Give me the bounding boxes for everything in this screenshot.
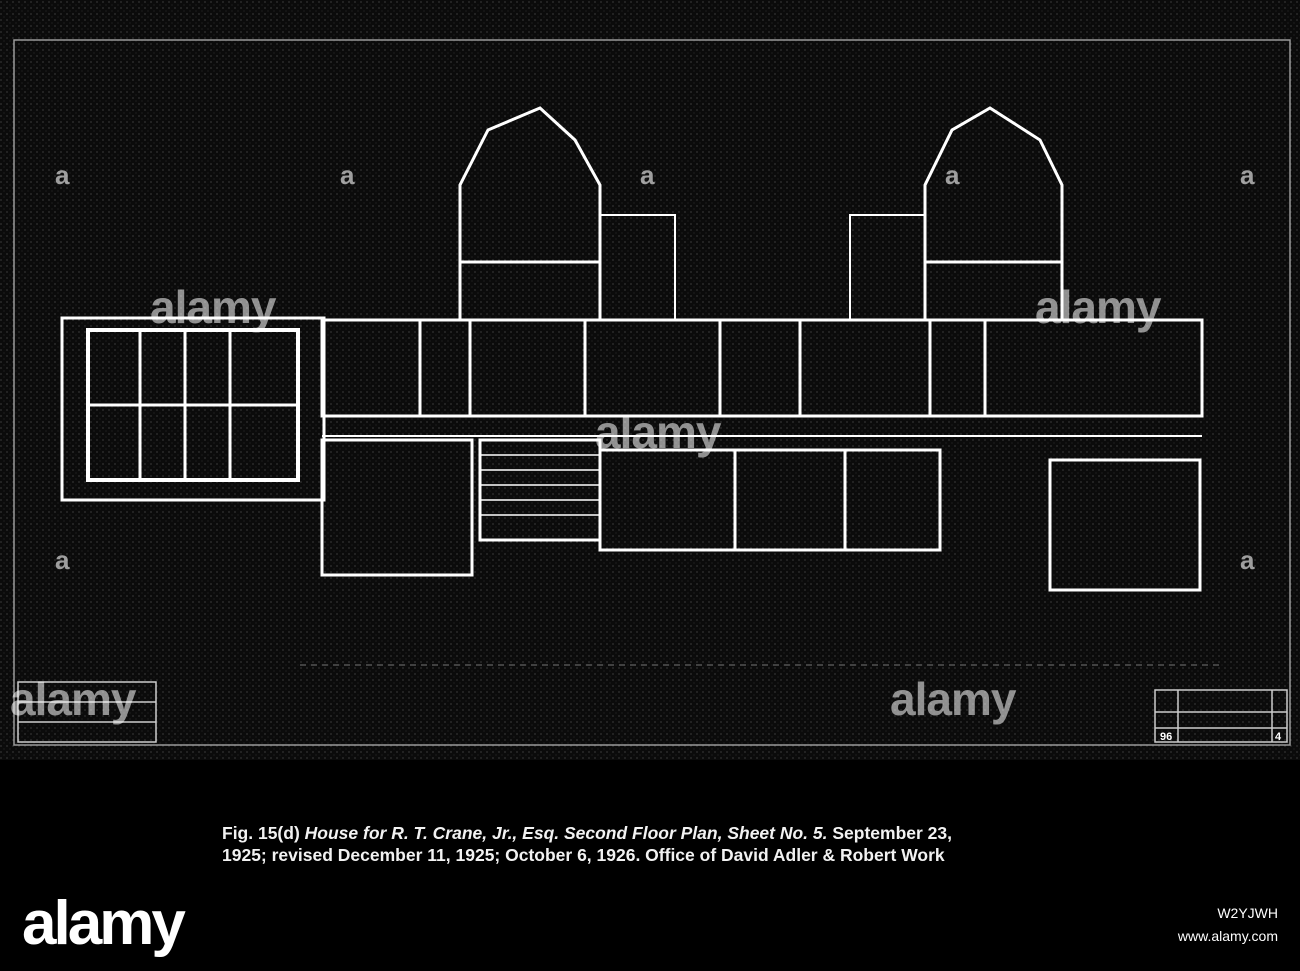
south-east-bedroom — [1048, 458, 1202, 592]
alamy-logo: alamy — [22, 889, 186, 958]
west-bay-wing — [458, 106, 602, 320]
sheet-border — [13, 39, 1291, 746]
watermark-a-icon: a — [340, 160, 355, 190]
stair-treads — [480, 454, 600, 516]
caption-date: September 23, — [832, 823, 953, 843]
watermark-a-icon: a — [1240, 545, 1255, 575]
caption-title: House for R. T. Crane, Jr., Esq. Second … — [304, 823, 828, 843]
watermark-a-icon: a — [55, 160, 70, 190]
site-url: www.alamy.com — [1177, 928, 1278, 944]
east-bay-wing — [923, 106, 1064, 320]
south-west-rooms — [320, 438, 474, 577]
title-block-left — [17, 681, 157, 743]
sheet-paper — [0, 0, 1300, 760]
title-block-right — [1154, 689, 1288, 743]
image-id: W2YJWH — [1217, 905, 1278, 921]
service-wing-outline — [60, 316, 326, 502]
watermark-a-icon: a — [945, 160, 960, 190]
sheet-ref: 96 — [1160, 731, 1172, 743]
caption-line-2: 1925; revised December 11, 1925; October… — [222, 845, 945, 865]
figure-caption: Fig. 15(d) House for R. T. Crane, Jr., E… — [222, 822, 1122, 866]
plan-walls — [60, 106, 1204, 592]
north-range — [320, 318, 1204, 418]
caption-fig-number: Fig. 15(d) — [222, 823, 300, 843]
watermark-a-icon: a — [1240, 160, 1255, 190]
sheet-number: 4 — [1275, 731, 1282, 743]
watermark-a-icon: a — [55, 545, 70, 575]
blueprint-sheet: 96 4 alamy alamy alamy alamy alamy a a a… — [0, 0, 1300, 760]
watermark-a-icon: a — [640, 160, 655, 190]
second-floor-plan-drawing: 96 4 — [0, 0, 1300, 760]
